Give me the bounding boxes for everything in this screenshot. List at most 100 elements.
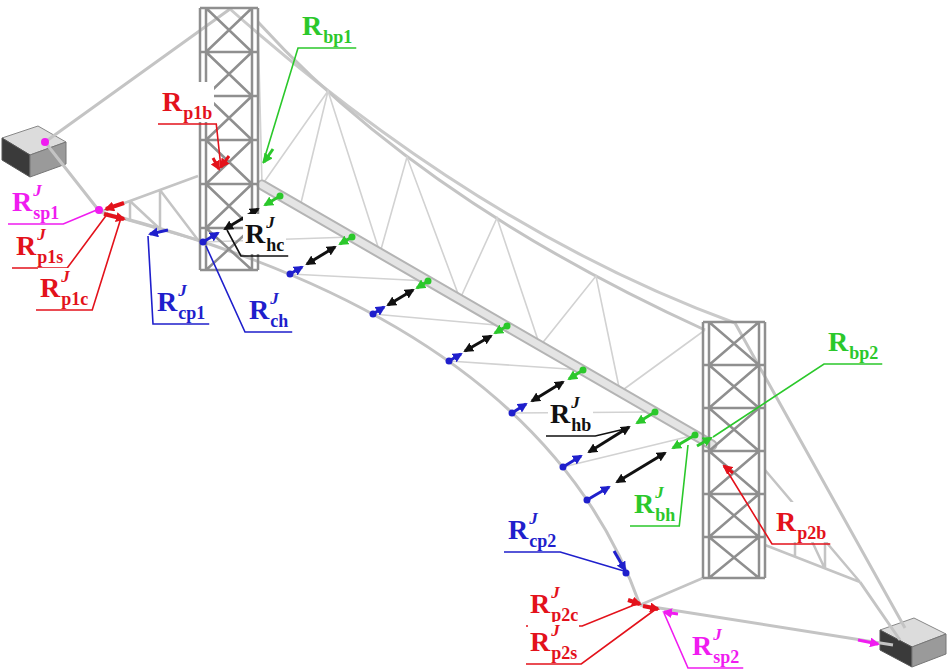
force-arrow xyxy=(589,427,629,452)
force-arrow xyxy=(465,336,491,351)
force-arrow xyxy=(150,230,168,234)
force-label: RJbh xyxy=(632,484,677,524)
main-cable xyxy=(230,9,735,323)
leader-line xyxy=(630,445,688,526)
force-symbol: R xyxy=(302,12,322,46)
superscript-index: J xyxy=(61,268,88,285)
tower-frame xyxy=(703,322,765,578)
force-label: RJsp2 xyxy=(690,626,741,666)
index-stack: Jsp2 xyxy=(713,626,739,666)
leader-line xyxy=(664,613,743,668)
superscript-index: J xyxy=(571,394,591,411)
subscript-index: bh xyxy=(655,506,675,524)
leader-line xyxy=(713,364,882,437)
force-symbol: R xyxy=(550,400,570,434)
force-arrow xyxy=(373,307,384,314)
force-arrow xyxy=(673,435,695,448)
joint-dot xyxy=(41,138,49,146)
force-label: RJp2c xyxy=(528,584,580,624)
force-label: RJcp2 xyxy=(506,510,558,550)
index-stack: Jp2c xyxy=(551,584,578,624)
outrigger-truss xyxy=(100,176,198,240)
joint-dot xyxy=(425,278,432,285)
index-stack: bp1 xyxy=(323,6,352,46)
force-label: RJch xyxy=(247,290,290,330)
joint-dot xyxy=(277,193,284,200)
joint-dot xyxy=(692,432,699,439)
subscript-index: ch xyxy=(270,312,288,330)
subscript-index: hb xyxy=(571,416,591,434)
superscript-index: J xyxy=(270,290,288,307)
subscript-index: bp2 xyxy=(849,344,878,362)
joint-dot xyxy=(652,409,659,416)
index-stack: Jp2s xyxy=(551,622,577,662)
subscript-index: cp1 xyxy=(178,304,205,322)
subscript-index: bp1 xyxy=(323,28,352,46)
force-label: Rp2b xyxy=(774,502,828,542)
force-arrow xyxy=(664,612,678,614)
leader-line xyxy=(148,236,209,324)
force-arrow xyxy=(643,606,658,609)
force-symbol: R xyxy=(634,490,654,524)
deck-beam xyxy=(262,185,712,445)
leader-line xyxy=(206,246,292,332)
force-arrow xyxy=(697,438,711,446)
subscript-index: sp2 xyxy=(713,648,739,666)
force-symbol: R xyxy=(245,220,265,254)
superscript-index: J xyxy=(551,584,578,601)
joint-dot xyxy=(504,323,511,330)
index-stack: p2b xyxy=(797,502,826,542)
force-symbol: R xyxy=(157,288,177,322)
force-label: RJhb xyxy=(548,394,593,434)
force-label: RJsp1 xyxy=(10,182,61,222)
anchor-block xyxy=(2,138,30,177)
force-arrow xyxy=(587,487,609,500)
force-symbol: R xyxy=(16,232,36,266)
force-label: RJp1c xyxy=(38,268,90,308)
force-arrow xyxy=(512,404,526,413)
force-symbol: R xyxy=(508,516,528,550)
subscript-index: hc xyxy=(266,236,284,254)
force-label: RJcp1 xyxy=(155,282,207,322)
subscript-index: p2b xyxy=(797,524,826,542)
force-label: RJp2s xyxy=(528,622,579,662)
force-symbol: R xyxy=(530,628,550,662)
force-symbol: R xyxy=(162,88,182,122)
index-stack: Jhb xyxy=(571,394,591,434)
index-stack: Jsp1 xyxy=(33,182,59,222)
force-arrow xyxy=(221,156,229,167)
joint-dot xyxy=(580,367,587,374)
force-label: RJp1s xyxy=(14,226,65,266)
index-stack: Jp1c xyxy=(61,268,88,308)
force-label: Rbp2 xyxy=(826,322,880,362)
subscript-index: p1c xyxy=(61,290,88,308)
index-stack: Jbh xyxy=(655,484,675,524)
force-arrow xyxy=(213,158,219,169)
force-symbol: R xyxy=(12,188,32,222)
leader-line xyxy=(158,124,221,168)
subscript-index: p1s xyxy=(37,248,63,266)
force-symbol: R xyxy=(530,590,550,624)
superscript-index: J xyxy=(529,510,556,527)
superscript-index: J xyxy=(178,282,205,299)
force-arrow xyxy=(290,267,302,274)
force-arrow xyxy=(106,203,124,209)
index-stack: Jcp1 xyxy=(178,282,205,322)
force-symbol: R xyxy=(249,296,269,330)
support-forces xyxy=(41,138,878,644)
force-arrow xyxy=(614,551,625,570)
index-stack: bp2 xyxy=(849,322,878,362)
force-arrow xyxy=(449,354,461,361)
subscript-index: sp1 xyxy=(33,204,59,222)
force-symbol: R xyxy=(828,328,848,362)
index-stack: p1b xyxy=(183,82,212,122)
index-stack: Jch xyxy=(270,290,288,330)
upper-chord xyxy=(258,22,705,330)
force-arrow xyxy=(563,456,581,467)
anchor-block xyxy=(912,634,946,667)
superscript-index: J xyxy=(37,226,63,243)
